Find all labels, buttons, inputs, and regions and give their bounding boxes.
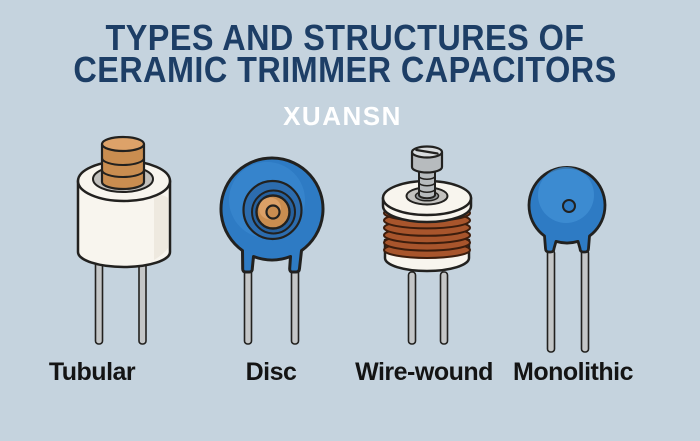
tubular-copper-rotor (100, 135, 146, 191)
disc-capacitor-icon (219, 156, 325, 345)
disc-copper-rotor (255, 194, 291, 230)
monolithic-capacitor-icon (527, 165, 607, 353)
brand-text: XUANSN (283, 101, 402, 131)
wirewound-adjust-screw-icon (410, 145, 444, 200)
wirewound-capacitor-illustration (365, 122, 490, 357)
wirewound-leads (407, 271, 449, 345)
page-title-line1: TYPES AND STRUCTURES OF (105, 17, 585, 58)
page-title-line2: CERAMIC TRIMMER CAPACITORS (73, 49, 617, 90)
monolithic-body (527, 165, 607, 254)
label-tubular: Tubular (48, 358, 136, 386)
monolithic-leads (546, 249, 590, 353)
disc-leads (243, 269, 300, 345)
wirewound-capacitor-icon (381, 145, 473, 345)
tubular-leads (94, 261, 147, 345)
label-wire-wound: Wire-wound (355, 358, 493, 386)
monolithic-capacitor-illustration (520, 122, 615, 357)
tubular-capacitor-illustration (55, 122, 190, 357)
label-disc: Disc (245, 358, 297, 386)
tubular-capacitor-icon (76, 135, 172, 345)
disc-capacitor-illustration (215, 122, 330, 357)
page-title: TYPES AND STRUCTURES OF CERAMIC TRIMMER … (35, 17, 656, 90)
label-monolithic: Monolithic (513, 358, 633, 386)
